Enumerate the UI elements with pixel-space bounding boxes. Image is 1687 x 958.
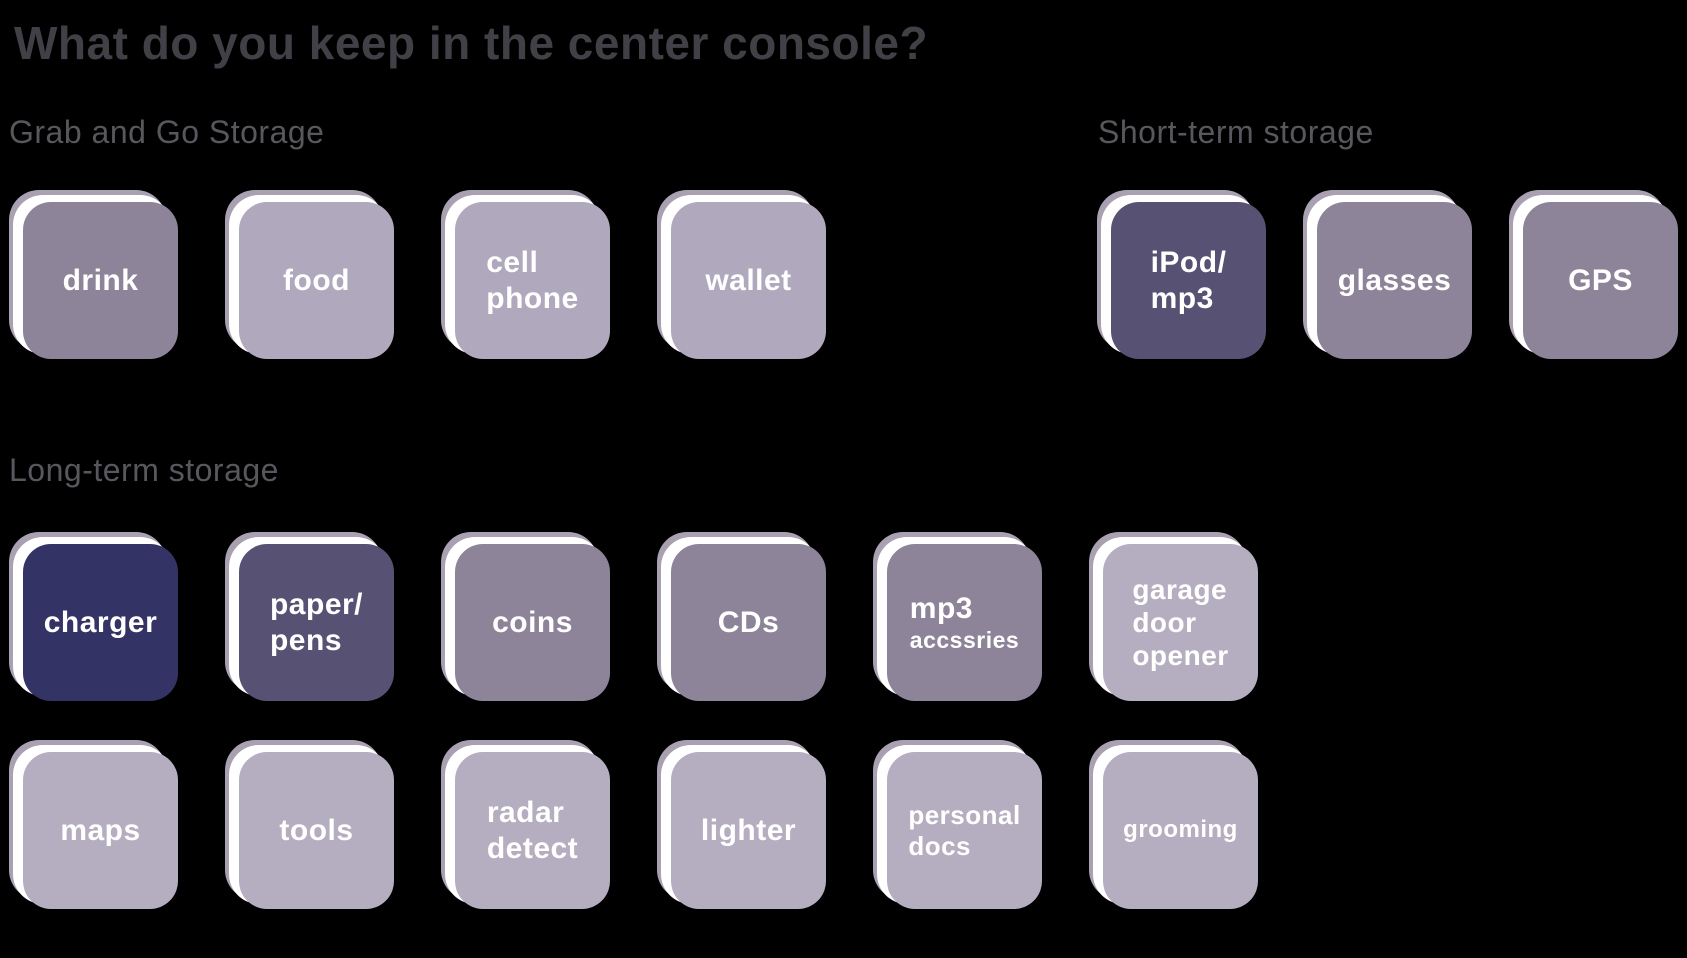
tile-charger: charger <box>9 532 178 701</box>
tile-coins: coins <box>441 532 610 701</box>
tile-face: maps <box>23 752 178 909</box>
tile-label: personal docs <box>908 799 1021 861</box>
tile-label: CDs <box>717 605 780 639</box>
tile-label: radar detect <box>486 796 579 865</box>
row-short-term: iPod/ mp3 glasses GPS <box>1097 190 1678 359</box>
tile-lighter: lighter <box>657 740 826 909</box>
tile-face: tools <box>239 752 394 909</box>
tile-face: drink <box>23 202 178 359</box>
tile-label: coins <box>492 605 573 639</box>
tile-label: maps <box>60 813 141 847</box>
tile-face: paper/ pens <box>239 544 394 701</box>
tile-label: GPS <box>1568 263 1633 297</box>
tile-label: paper/ pens <box>269 588 364 657</box>
page-title: What do you keep in the center console? <box>14 17 929 69</box>
tile-label: grooming <box>1123 816 1238 844</box>
row-long-term-2: maps tools radar detect lighter <box>9 740 1258 909</box>
tile-label: tools <box>279 813 354 847</box>
tile-label: iPod/ mp3 <box>1150 246 1227 315</box>
tile-glasses: glasses <box>1303 190 1472 359</box>
tile-face: lighter <box>671 752 826 909</box>
tile-gps: GPS <box>1509 190 1678 359</box>
tile-label: cell phone <box>486 246 579 315</box>
tile-grooming: grooming <box>1089 740 1258 909</box>
tile-radar-detect: radar detect <box>441 740 610 909</box>
tile-paper-pens: paper/ pens <box>225 532 394 701</box>
tile-label: lighter <box>700 813 797 847</box>
tile-cds: CDs <box>657 532 826 701</box>
tile-face: coins <box>455 544 610 701</box>
tile-face: personal docs <box>887 752 1042 909</box>
tile-maps: maps <box>9 740 178 909</box>
section-heading-short-term: Short-term storage <box>1098 114 1374 150</box>
tile-label: food <box>283 263 350 297</box>
tile-personal-docs: personal docs <box>873 740 1042 909</box>
tile-label: garage door opener <box>1132 573 1229 672</box>
tile-face: radar detect <box>455 752 610 909</box>
tile-face: iPod/ mp3 <box>1111 202 1266 359</box>
tile-label-main: mp3 <box>909 592 973 626</box>
tile-face: cell phone <box>455 202 610 359</box>
tile-label: wallet <box>705 263 792 297</box>
tile-face: food <box>239 202 394 359</box>
tile-face: grooming <box>1103 752 1258 909</box>
tile-label: glasses <box>1337 263 1452 297</box>
tile-wallet: wallet <box>657 190 826 359</box>
tile-tools: tools <box>225 740 394 909</box>
section-heading-grab-and-go: Grab and Go Storage <box>9 114 325 150</box>
tile-face: CDs <box>671 544 826 701</box>
tile-label: drink <box>62 263 139 297</box>
tile-face: garage door opener <box>1103 544 1258 701</box>
row-grab-and-go: drink food cell phone wallet <box>9 190 826 359</box>
tile-cell-phone: cell phone <box>441 190 610 359</box>
tile-label-sub: accssries <box>909 626 1020 653</box>
tile-garage-door-opener: garage door opener <box>1089 532 1258 701</box>
tile-face: charger <box>23 544 178 701</box>
tile-face: GPS <box>1523 202 1678 359</box>
tile-label: charger <box>43 605 158 639</box>
section-heading-long-term: Long-term storage <box>9 452 279 488</box>
tile-ipod-mp3: iPod/ mp3 <box>1097 190 1266 359</box>
row-long-term-1: charger paper/ pens coins CDs <box>9 532 1258 701</box>
tile-drink: drink <box>9 190 178 359</box>
tile-face: wallet <box>671 202 826 359</box>
tile-food: food <box>225 190 394 359</box>
tile-face: glasses <box>1317 202 1472 359</box>
